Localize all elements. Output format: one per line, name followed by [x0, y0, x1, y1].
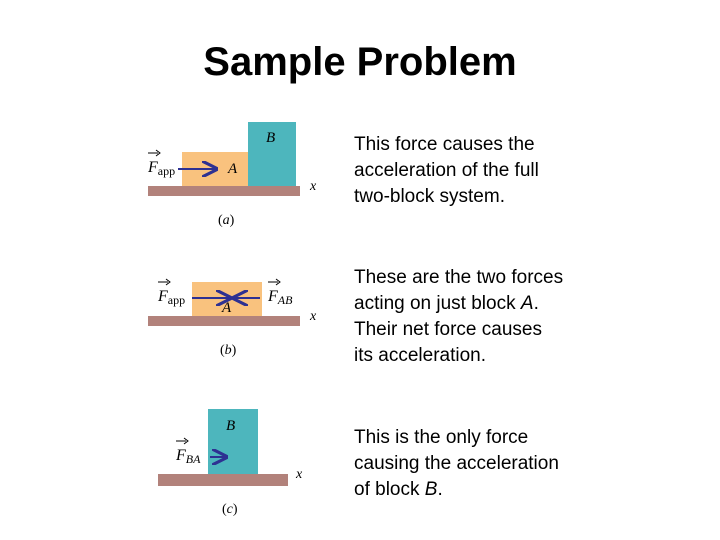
block-a-label: A [227, 161, 238, 177]
force-app-label: Fapp [147, 159, 175, 178]
block-a-label: A [221, 300, 232, 316]
axis-x-label: x [295, 467, 303, 482]
description-line: causing the acceleration [354, 453, 559, 474]
description-line: of block B. [354, 479, 443, 500]
block-b-label: B [226, 418, 235, 434]
force-app-label: Fapp [157, 288, 185, 307]
description-line: These are the two forces [354, 267, 564, 288]
description-line: Their net force causes [354, 319, 542, 340]
vector-arrowhead-icon [155, 149, 161, 157]
description-line: acceleration of the full [354, 160, 539, 181]
figure-caption: (b) [220, 343, 237, 358]
ground [148, 316, 300, 326]
figure-c: B FBA x (c) [158, 409, 303, 517]
force-ab-label: FAB [267, 288, 293, 307]
description-c: This is the only force causing the accel… [354, 425, 604, 503]
vector-arrowhead-icon [183, 437, 189, 445]
vector-arrowhead-icon [165, 278, 171, 286]
axis-x-label: x [309, 309, 317, 324]
figure-caption: (c) [222, 502, 238, 517]
figure-a: B A Fapp x (a) [147, 122, 317, 228]
axis-x-label: x [309, 179, 317, 194]
figure-b: A Fapp FAB x (b) [148, 278, 317, 358]
description-line: two-block system. [354, 186, 505, 207]
block-b-label: B [266, 130, 275, 146]
ground [148, 186, 300, 196]
slide-title: Sample Problem [203, 40, 517, 84]
force-ba-label: FBA [175, 447, 201, 466]
description-line: This is the only force [354, 427, 529, 448]
description-line: its acceleration. [354, 345, 487, 366]
description-line: This force causes the [354, 134, 535, 155]
description-b: These are the two forces acting on just … [354, 265, 604, 369]
figure-caption: (a) [218, 213, 235, 228]
ground [158, 474, 288, 486]
vector-arrowhead-icon [275, 278, 281, 286]
description-line: acting on just block A. [354, 293, 539, 314]
block-b [248, 122, 296, 186]
description-a: This force causes the acceleration of th… [354, 132, 604, 210]
